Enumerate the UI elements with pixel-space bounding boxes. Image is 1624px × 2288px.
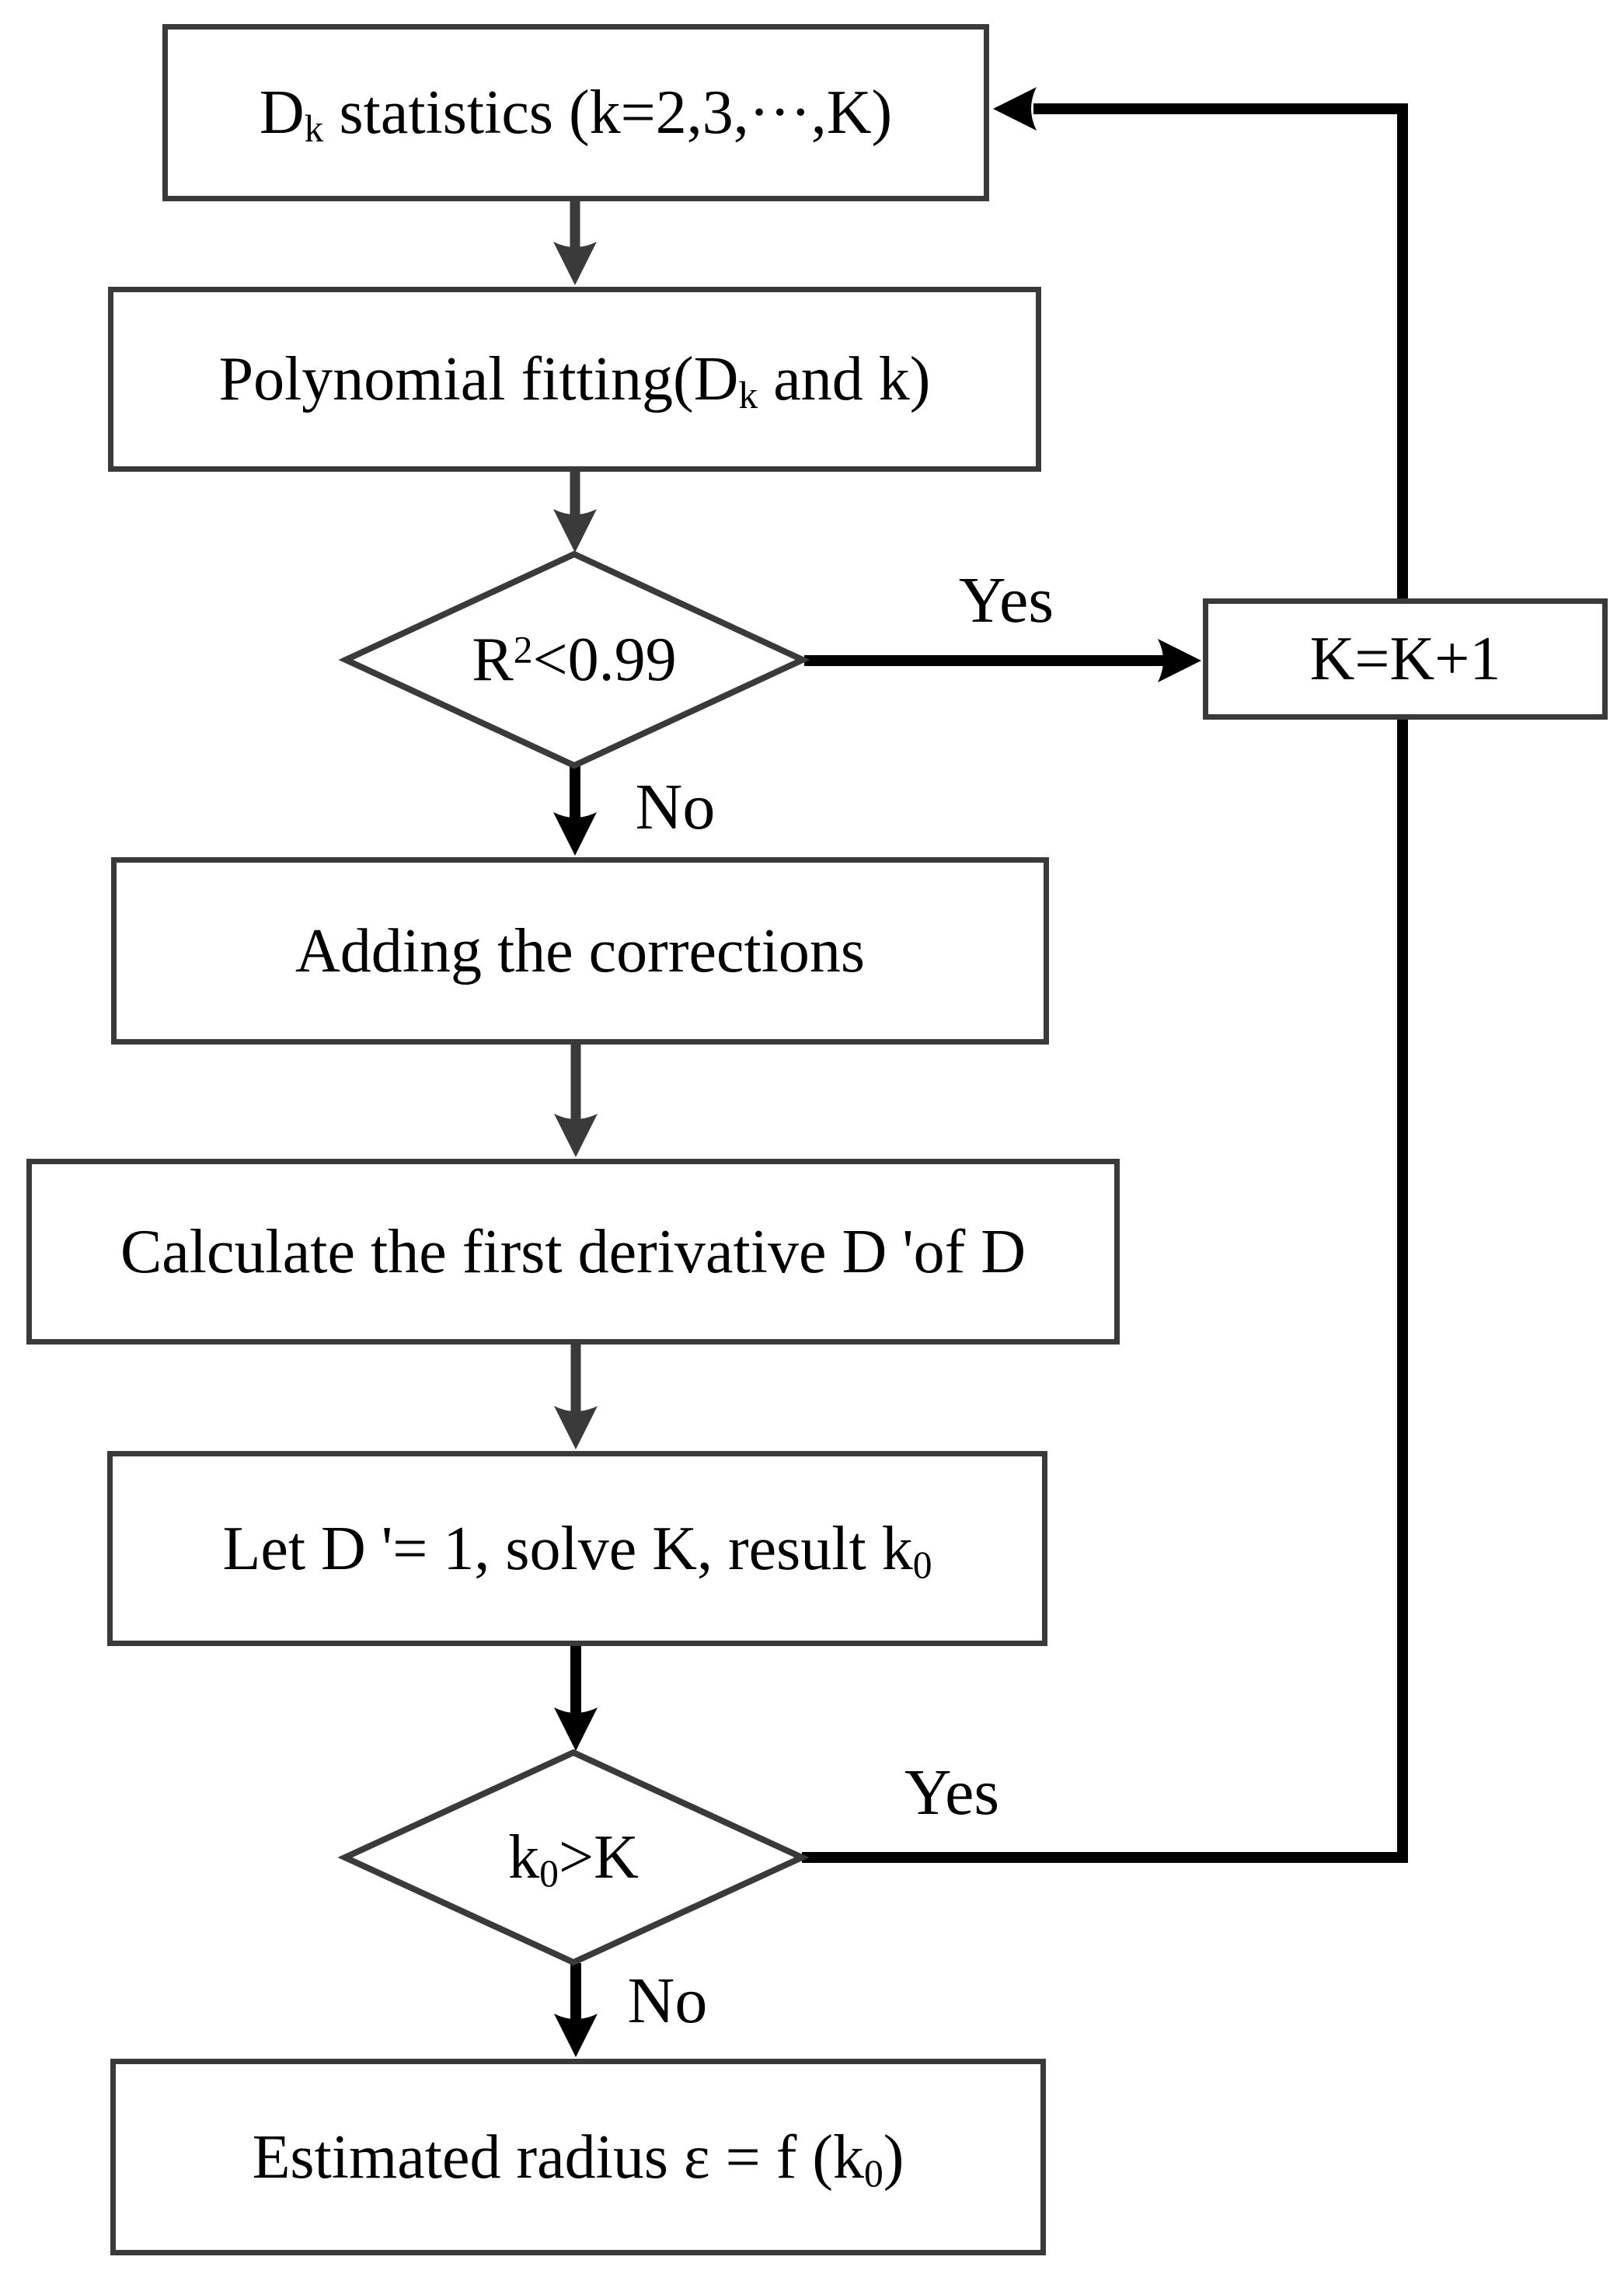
node-polynomial-fitting: Polynomial fitting(Dk and k) [108,287,1041,472]
node-calculate-derivative-label: Calculate the first derivative D 'of D [120,1217,1026,1286]
arrowhead-let-to-k0 [554,1707,598,1751]
node-dk-statistics-label: Dk statistics (k=2,3,···,K) [259,78,893,150]
decision-r2-text: R2<0.99 [472,626,677,694]
arrowhead-k0-no [554,2014,598,2057]
arrowhead-r2-no [553,812,597,856]
arrowhead-dk-to-polynomial [553,242,597,285]
node-adding-corrections: Adding the corrections [111,857,1049,1045]
node-dk-statistics: Dk statistics (k=2,3,···,K) [162,24,989,201]
node-k-increment: K=K+1 [1203,598,1608,720]
arrowhead-feedback-into-dk [993,87,1037,131]
decision-k0-text: k0>K [508,1823,639,1895]
node-calculate-derivative: Calculate the first derivative D 'of D [26,1159,1120,1345]
node-let-d-solve-label: Let D '= 1, solve K, result k0 [222,1514,932,1586]
edge-label-k0-yes: Yes [904,1756,1000,1829]
node-k-increment-label: K=K+1 [1309,625,1501,693]
decision-k0-label: k0>K [345,1753,802,1962]
arrowhead-calculate-to-let [554,1406,598,1449]
edge-label-r2-no: No [635,771,716,843]
arrowhead-r2-yes [1158,639,1201,682]
arrowhead-polynomial-to-r2 [553,509,597,553]
node-let-d-solve: Let D '= 1, solve K, result k0 [107,1451,1047,1646]
node-polynomial-fitting-label: Polynomial fitting(Dk and k) [218,345,931,417]
node-adding-corrections-label: Adding the corrections [294,916,866,985]
edge-feedback-loop [802,103,1408,1863]
edge-label-r2-yes: Yes [958,564,1054,637]
decision-r2-diamond [338,550,810,769]
edge-label-k0-no: No [627,1965,708,2037]
decision-k0-diamond [337,1749,810,1966]
decision-r2-label: R2<0.99 [346,554,803,766]
arrowhead-adding-to-calculate [554,1114,598,1157]
node-estimated-radius: Estimated radius ε = f (k0) [110,2059,1046,2255]
node-estimated-radius-label: Estimated radius ε = f (k0) [252,2122,904,2195]
